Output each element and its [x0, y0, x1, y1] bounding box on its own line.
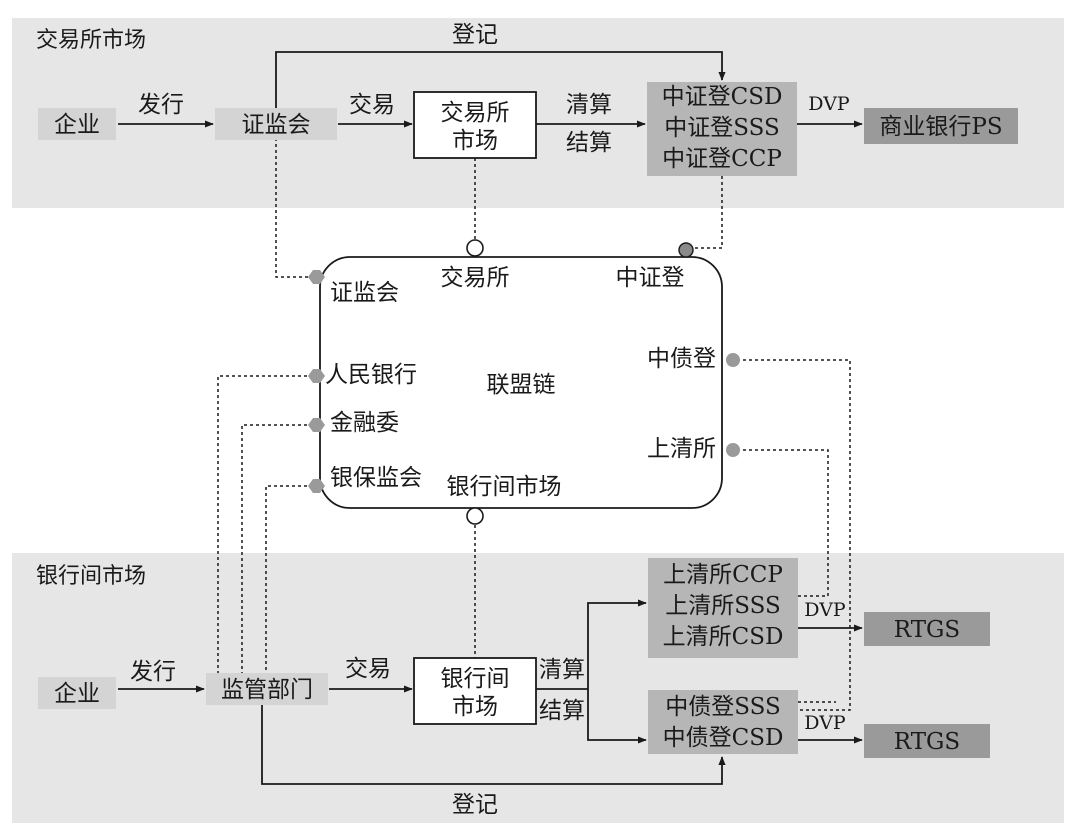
rtgs-bottom-label: RTGS [894, 729, 960, 755]
exchange-venue-line2: 市场 [452, 128, 498, 154]
chain-node-interbank-dot [466, 507, 484, 525]
csrc-chain-dotted-link [275, 114, 313, 278]
ccdc-dvp-label: DVP [804, 712, 846, 734]
chain-node-fin-committee-dot [308, 418, 325, 432]
shch-ccp-label: 上清所CCP [663, 562, 783, 588]
exchange-market-title: 交易所市场 [36, 28, 146, 53]
chain-node-shch-dot [726, 443, 740, 457]
exchange-regulator-label: 证监会 [242, 112, 311, 138]
chain-node-shch-label: 上清所 [647, 436, 716, 462]
chain-title: 联盟链 [487, 372, 556, 398]
interbank-enterprise-box [38, 677, 116, 709]
interbank-venue-line1: 银行间 [441, 666, 510, 692]
interbank-market-title: 银行间市场 [36, 564, 146, 589]
chain-node-exchange-dot [466, 239, 484, 257]
csdc-sss-label: 中证登SSS [664, 115, 779, 141]
exchange-trade-label: 交易 [349, 92, 395, 118]
rtgs-top-label: RTGS [894, 617, 960, 643]
csdc-csd-label: 中证登CSD [662, 84, 783, 110]
interbank-clearing-arrow-up [587, 599, 647, 689]
chain-node-fin-committee-label: 金融委 [330, 410, 399, 436]
interbank-regulator-label: 监管部门 [221, 677, 313, 703]
shch-dotted-link [737, 449, 829, 597]
commercial-bank-box [864, 108, 1018, 144]
chain-node-csrc-label: 证监会 [330, 280, 399, 306]
interbank-register-label: 登记 [452, 792, 498, 818]
shch-depository-box [648, 558, 798, 658]
chain-node-pboc-dot [308, 369, 325, 383]
interbank-trade-label: 交易 [345, 656, 391, 682]
exchange-issue-label: 发行 [138, 92, 184, 118]
pboc-dotted-link [217, 375, 313, 688]
chain-node-csrc-dot [308, 270, 325, 284]
interbank-venue-line2: 市场 [452, 694, 498, 720]
chain-node-ccdc-label: 中债登 [647, 346, 716, 372]
chain-node-ccdc-dot [726, 353, 740, 367]
chain-node-exchange-label: 交易所 [441, 265, 510, 291]
exchange-dvp-label: DVP [808, 93, 850, 115]
interbank-clearing-label: 清算 [539, 657, 585, 683]
exchange-clearing-label: 清算 [566, 92, 612, 118]
commercial-bank-label: 商业银行PS [879, 114, 1002, 140]
chain-node-pboc-label: 人民银行 [325, 362, 417, 388]
interbank-register-arrow [261, 705, 726, 785]
exchange-settlement-label: 结算 [566, 130, 612, 156]
interbank-settlement-label: 结算 [539, 698, 585, 724]
ccdc-depository-box [648, 690, 798, 754]
exchange-register-label: 登记 [452, 22, 498, 48]
ccdc-dotted-link [737, 359, 851, 711]
interbank-market-region [12, 553, 1064, 823]
chain-node-cbirc-label: 银保监会 [330, 465, 422, 491]
chain-node-csdc-label: 中证登 [616, 265, 685, 291]
interbank-clearing-arrow-down [587, 689, 647, 744]
exchange-register-arrow [275, 51, 726, 108]
shch-csd-label: 上清所CSD [663, 624, 784, 650]
exchange-venue-box [413, 91, 537, 159]
chain-node-cbirc-dot [308, 479, 325, 493]
shch-sss-label: 上清所SSS [665, 593, 780, 619]
exchange-enterprise-box [38, 108, 116, 140]
csdc-depository-box [647, 82, 797, 176]
interbank-venue-box [413, 657, 537, 725]
ccdc-csd-label: 中债登CSD [663, 725, 784, 751]
csdc-chain-dotted-link [690, 176, 723, 249]
exchange-regulator-box [215, 108, 337, 140]
exchange-venue-line1: 交易所 [441, 100, 510, 126]
chain-node-csdc-dot [678, 242, 694, 258]
interbank-enterprise-label: 企业 [54, 681, 100, 707]
chain-node-interbank-label: 银行间市场 [447, 474, 562, 500]
csdc-ccp-label: 中证登CCP [662, 146, 782, 172]
shch-dvp-label: DVP [804, 599, 846, 621]
rtgs-bottom-box [864, 724, 990, 758]
interbank-issue-label: 发行 [130, 659, 176, 685]
cbirc-dotted-link [265, 485, 313, 688]
rtgs-top-box [864, 612, 990, 646]
exchange-enterprise-label: 企业 [54, 112, 100, 138]
interbank-regulator-box [206, 673, 328, 705]
fin-committee-dotted-link [241, 424, 313, 688]
ccdc-sss-label: 中债登SSS [665, 694, 780, 720]
